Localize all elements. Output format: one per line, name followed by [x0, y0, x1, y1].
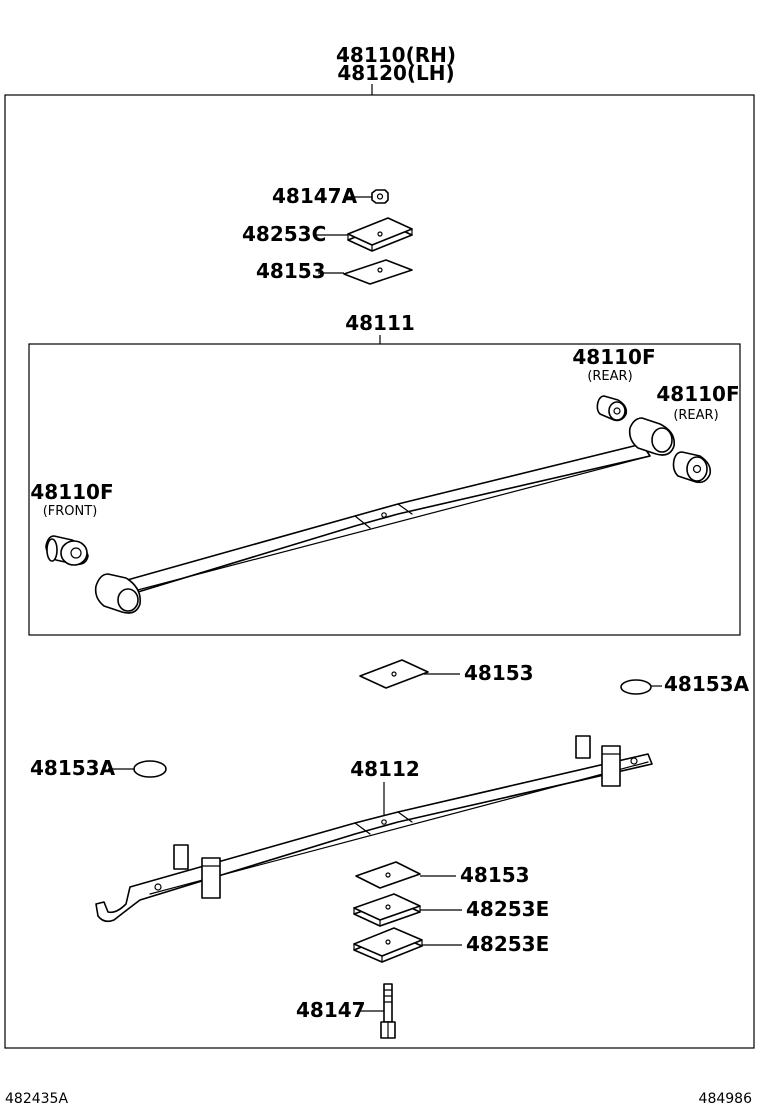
part-label-48253e-2[interactable]: 48253E [466, 932, 549, 956]
center-bolt-icon [380, 983, 396, 1039]
assembly-label-rh[interactable]: 48110(RH) [336, 43, 456, 67]
part-label-48110f-front[interactable]: 48110F [30, 480, 113, 504]
part-label-48110f-rear-2[interactable]: 48110F [656, 382, 739, 406]
part-label-48153-mid[interactable]: 48153 [464, 661, 534, 685]
part-label-48111[interactable]: 48111 [345, 311, 415, 335]
spring-plate-icon [347, 217, 413, 252]
part-label-48153a-right[interactable]: 48153A [664, 672, 750, 696]
part-label-48147a[interactable]: 48147A [272, 184, 358, 208]
part-note-front: (FRONT) [43, 504, 98, 519]
footer-code-right: 484986 [699, 1091, 753, 1107]
cap-right-icon [620, 679, 652, 695]
part-note-rear-1: (REAR) [587, 369, 632, 384]
assembly-frame [4, 94, 755, 1049]
spring-plate-low-2-icon [353, 927, 423, 963]
spring-pad-icon [343, 259, 413, 285]
front-bushing-icon [45, 535, 89, 566]
spring-plate-low-1-icon [353, 893, 421, 927]
part-label-48110f-rear-1[interactable]: 48110F [572, 345, 655, 369]
spring-pad-mid-icon [359, 659, 429, 689]
footer-code-left: 482435A [5, 1091, 68, 1107]
part-label-48112[interactable]: 48112 [350, 757, 420, 781]
cap-left-icon [133, 760, 167, 778]
part-label-48253c[interactable]: 48253C [242, 222, 326, 246]
part-label-48147[interactable]: 48147 [296, 998, 366, 1022]
rear-bushing-2-icon [672, 451, 712, 484]
nut-icon [371, 189, 389, 204]
part-label-48153a-left[interactable]: 48153A [30, 756, 116, 780]
part-label-48153-top[interactable]: 48153 [256, 259, 326, 283]
part-note-rear-2: (REAR) [673, 408, 718, 423]
second-leaf-spring-icon [95, 735, 653, 923]
main-leaf-spring-icon [94, 417, 676, 614]
assembly-label-lh[interactable]: 48120(LH) [337, 61, 454, 85]
spring-pad-low-icon [355, 861, 421, 889]
rear-bushing-1-icon [596, 395, 628, 422]
main-leaf-frame [28, 343, 741, 636]
part-label-48253e-1[interactable]: 48253E [466, 897, 549, 921]
part-label-48153-low[interactable]: 48153 [460, 863, 530, 887]
